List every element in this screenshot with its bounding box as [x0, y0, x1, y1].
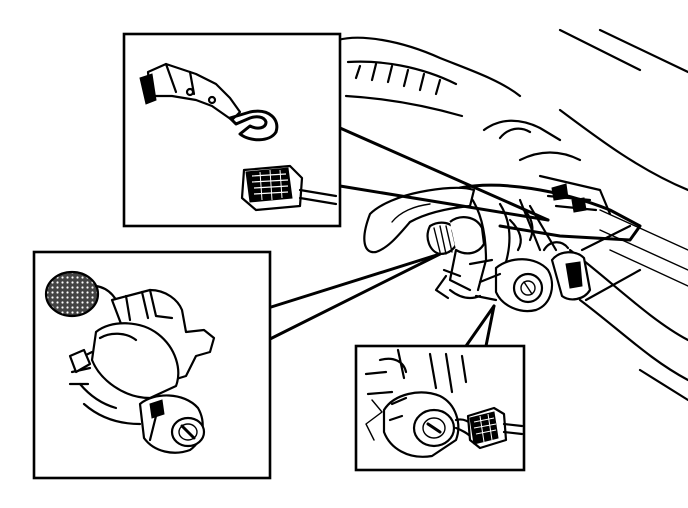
lock-cylinder-connector: [466, 406, 524, 450]
round-connector: [44, 270, 122, 318]
plug-connector: [240, 164, 338, 212]
callout-leader-lines: [266, 126, 550, 348]
connector-plug-detail: [122, 32, 342, 228]
lock-cylinder-detail: [354, 344, 526, 472]
dashboard-background: [336, 28, 688, 402]
ignition-switch-detail: [32, 250, 272, 480]
